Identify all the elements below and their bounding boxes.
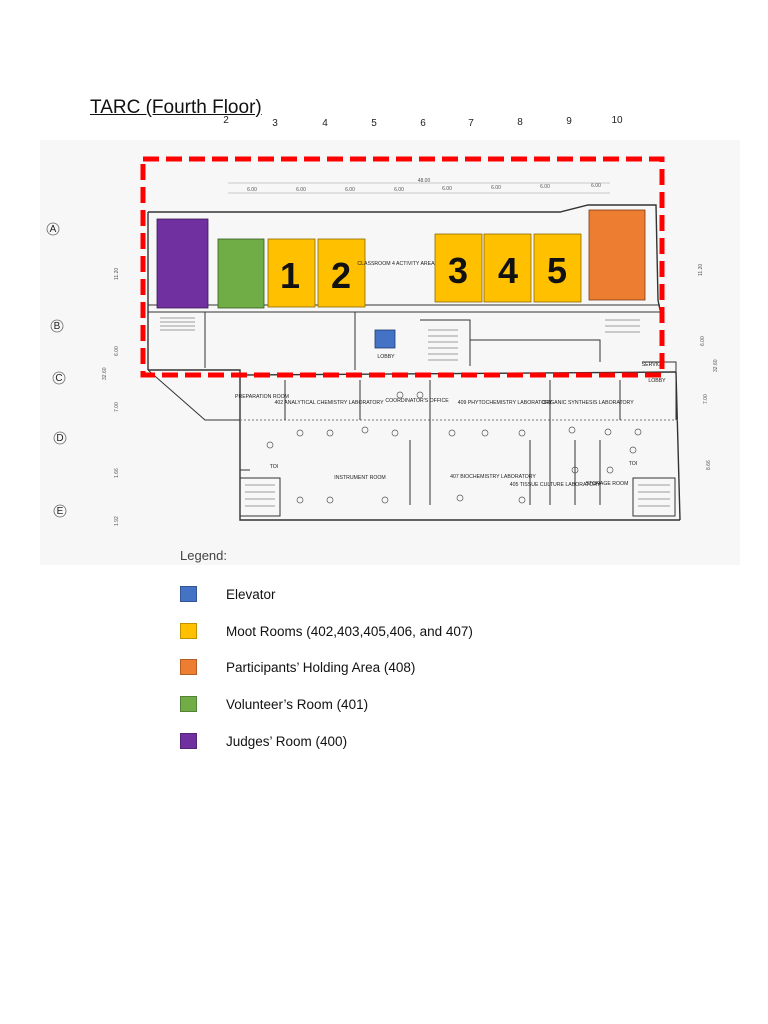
legend-label: Moot Rooms (402,403,405,406, and 407) (226, 623, 473, 639)
legend-label: Elevator (226, 586, 276, 602)
dimension-label: 11.20 (114, 268, 120, 280)
service-label: SERVICE (642, 362, 665, 368)
moot-room-5 (533, 233, 582, 303)
tissue-culture-lab-label: 405 TISSUE CULTURE LABORATORY (510, 482, 601, 488)
highlighted-zone (140, 156, 665, 378)
dimension-label: 6.00 (491, 185, 501, 191)
page-title: TARC (Fourth Floor) (90, 97, 262, 118)
toilet-label: TOI (629, 461, 638, 467)
dimension-label: 6.00 (442, 186, 452, 192)
column-label: 4 (322, 118, 328, 129)
judges-room (156, 218, 209, 309)
dimension-label: 6.00 (114, 346, 120, 356)
dimension-label: 1.92 (114, 516, 120, 526)
preparation-room-label: PREPARATION ROOM (235, 394, 289, 400)
legend-swatch (180, 586, 197, 602)
row-label: B (54, 321, 61, 332)
dimension-label: 7.00 (703, 394, 709, 404)
legend-item-judges-room: Judges’ Room (400) (180, 732, 347, 750)
moot-room-number: 2 (331, 255, 351, 296)
legend-item-elevator: Elevator (180, 585, 276, 603)
moot-room-1 (267, 238, 316, 308)
legend-title: Legend: (180, 548, 227, 563)
participants-holding-area (588, 209, 646, 301)
moot-room-number: 1 (280, 255, 300, 296)
moot-room-number: 5 (547, 250, 567, 291)
dimension-label: 6.00 (296, 187, 306, 193)
coordinators-office-label: COORDINATOR'S OFFICE (385, 398, 449, 404)
column-label: 6 (420, 118, 426, 129)
legend-item-volunteers-room: Volunteer’s Room (401) (180, 695, 368, 713)
moot-room-4 (483, 233, 532, 303)
dimension-label: 8.66 (706, 460, 712, 470)
dimension-label: 6.00 (345, 187, 355, 193)
storage-room-label: STORAGE ROOM (586, 481, 629, 487)
legend-label: Volunteer’s Room (401) (226, 696, 369, 712)
moot-room-number: 3 (448, 250, 468, 291)
legend-label: Participants’ Holding Area (408) (226, 659, 416, 675)
dimension-label: 32.60 (713, 359, 719, 372)
dimension-label: 6.00 (540, 184, 550, 190)
dimension-label: 6.00 (700, 336, 706, 346)
dimension-label: 6.00 (247, 187, 257, 193)
legend-label: Judges’ Room (400) (226, 733, 348, 749)
instrument-room-label: INSTRUMENT ROOM (334, 475, 386, 481)
row-label: C (55, 373, 62, 384)
organic-synthesis-lab-label: ORGANIC SYNTHESIS LABORATORY (542, 400, 634, 406)
moot-room-number: 4 (498, 250, 518, 291)
lobby-label: LOBBY (377, 354, 395, 360)
column-label: 5 (371, 118, 377, 129)
column-label: 8 (517, 117, 523, 128)
dimension-label: 32.60 (102, 367, 108, 380)
column-label: 3 (272, 118, 278, 129)
analytical-lab-label: 402 ANALYTICAL CHEMISTRY LABORATORY (274, 400, 384, 406)
volunteers-room (217, 238, 265, 309)
row-label: E (57, 506, 64, 517)
legend-swatch (180, 659, 197, 675)
legend-item-holding-area: Participants’ Holding Area (408) (180, 658, 415, 676)
dimension-label: 6.00 (394, 187, 404, 193)
toilet-label: TOI (270, 464, 279, 470)
dimension-label: 1.66 (114, 468, 120, 478)
column-label: 10 (611, 115, 623, 126)
elevator (374, 329, 396, 349)
dimension-label: 11.20 (698, 264, 704, 276)
moot-room-3 (434, 233, 483, 303)
column-label: 9 (566, 116, 572, 127)
row-label: D (56, 433, 63, 444)
biochemistry-lab-label: 407 BIOCHEMISTRY LABORATORY (450, 474, 536, 480)
overall-dimension: 48.00 (418, 178, 431, 184)
legend-item-moot-rooms: Moot Rooms (402,403,405,406, and 407) (180, 622, 473, 640)
legend-swatch (180, 623, 197, 639)
row-label: A (50, 224, 57, 235)
moot-room-2 (317, 238, 366, 308)
lobby-right-label: LOBBY (648, 378, 666, 384)
legend-swatch (180, 696, 197, 712)
column-label: 2 (223, 115, 229, 126)
legend-swatch (180, 733, 197, 749)
classroom-label: CLASSROOM 4 ACTIVITY AREA (357, 261, 435, 267)
column-label: 7 (468, 118, 474, 129)
dimension-label: 6.00 (591, 183, 601, 189)
phytochemistry-lab-label: 409 PHYTOCHEMISTRY LABORATORY (458, 400, 553, 406)
dimension-label: 7.00 (114, 402, 120, 412)
